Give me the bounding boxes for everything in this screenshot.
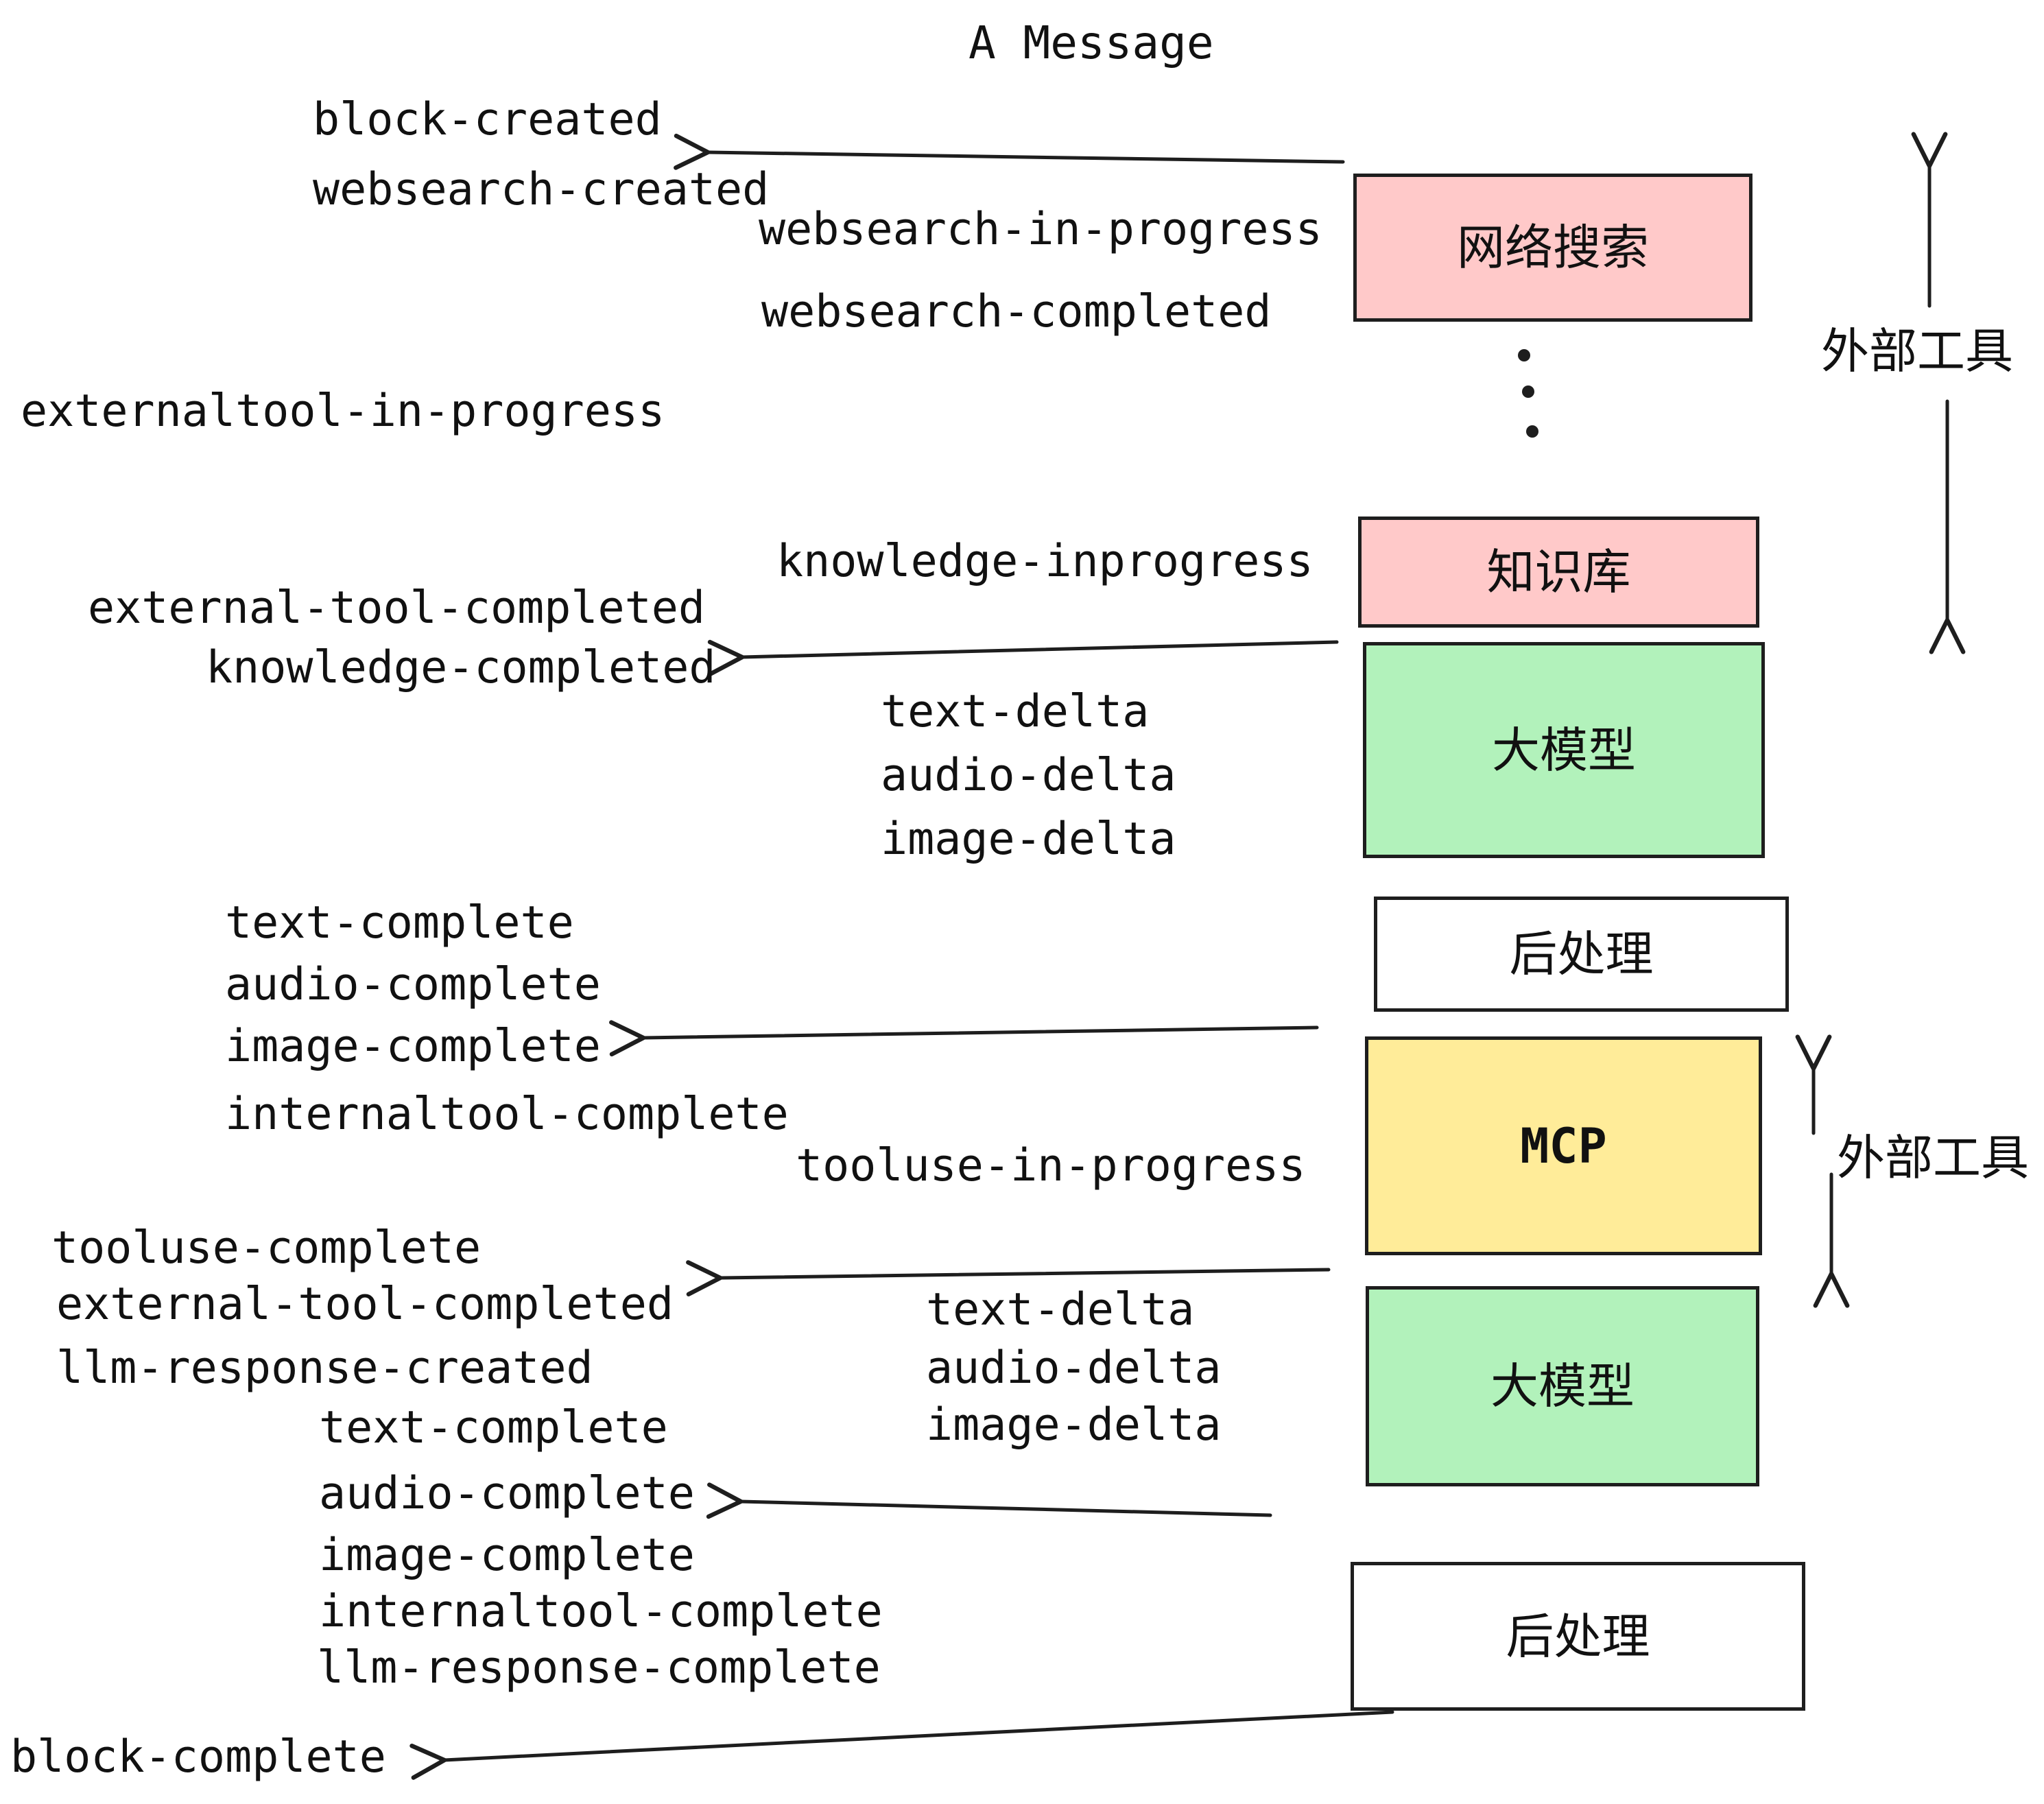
box-post-top: 后处理 [1374, 897, 1789, 1012]
event-websearch-created: websearch-created [313, 164, 770, 215]
event-llm-response-created: llm-response-created [56, 1342, 593, 1394]
event-audio-complete-2: audio-complete [319, 1468, 695, 1519]
arrow-mcp-to-tooluse-complete [686, 1260, 1331, 1297]
box-post-top-label: 后处理 [1509, 927, 1654, 981]
event-image-complete: image-complete [225, 1021, 601, 1072]
event-text-complete-2: text-complete [319, 1402, 668, 1453]
event-text-complete: text-complete [225, 897, 574, 949]
box-post-bottom: 后处理 [1351, 1562, 1805, 1711]
box-knowledge-label: 知识库 [1486, 545, 1631, 599]
event-block-complete: block-complete [10, 1731, 386, 1783]
arrow-llm-to-audio-complete [706, 1482, 1272, 1519]
event-tooluse-complete: tooluse-complete [51, 1222, 482, 1274]
box-llm-bottom: 大模型 [1366, 1286, 1759, 1486]
event-internaltool-complete: internaltool-complete [225, 1089, 789, 1140]
event-audio-complete: audio-complete [225, 959, 601, 1010]
event-image-delta-2: image-delta [926, 1399, 1222, 1451]
event-image-delta: image-delta [881, 814, 1176, 865]
box-llm-bottom-label: 大模型 [1490, 1360, 1635, 1413]
event-externaltool-in-progress: externaltool-in-progress [21, 385, 665, 437]
page-title: A Message [968, 16, 1214, 69]
ellipsis-dot-1 [1518, 349, 1530, 361]
box-websearch: 网络搜索 [1353, 174, 1752, 322]
box-mcp: MCP [1365, 1036, 1762, 1255]
event-tooluse-in-progress: tooluse-in-progress [796, 1140, 1306, 1191]
external-tools-label-bottom: 外部工具 [1837, 1131, 2029, 1185]
event-audio-delta-2: audio-delta [926, 1342, 1222, 1394]
box-llm-top: 大模型 [1363, 642, 1765, 858]
event-websearch-in-progress: websearch-in-progress [759, 204, 1322, 255]
box-llm-top-label: 大模型 [1492, 723, 1636, 777]
event-text-delta: text-delta [881, 686, 1150, 737]
box-mcp-label: MCP [1520, 1117, 1607, 1174]
event-external-tool-completed: external-tool-completed [88, 582, 706, 634]
arrow-post-to-block-complete [409, 1710, 1394, 1780]
external-tools-label-top: 外部工具 [1821, 324, 2013, 378]
event-knowledge-completed: knowledge-completed [206, 642, 716, 693]
arrow-mcp-to-image-complete [609, 1020, 1319, 1057]
ellipsis-dot-3 [1526, 425, 1538, 438]
event-llm-response-complete: llm-response-complete [317, 1642, 881, 1694]
event-external-tool-completed-2: external-tool-completed [56, 1279, 674, 1330]
event-block-created: block-created [313, 94, 662, 145]
event-websearch-completed: websearch-completed [761, 286, 1272, 337]
arrow-llm-to-knowledge-completed [707, 639, 1339, 676]
event-knowledge-inprogress: knowledge-inprogress [776, 536, 1314, 587]
arrow-websearch-to-block-created [674, 133, 1345, 170]
event-audio-delta: audio-delta [881, 750, 1176, 801]
ellipsis-dot-2 [1522, 385, 1534, 398]
box-knowledge: 知识库 [1358, 517, 1759, 628]
box-post-bottom-label: 后处理 [1506, 1609, 1650, 1663]
box-websearch-label: 网络搜索 [1457, 221, 1649, 274]
event-text-delta-2: text-delta [926, 1284, 1195, 1336]
event-internaltool-complete-2: internaltool-complete [319, 1586, 883, 1637]
event-image-complete-2: image-complete [319, 1530, 695, 1581]
